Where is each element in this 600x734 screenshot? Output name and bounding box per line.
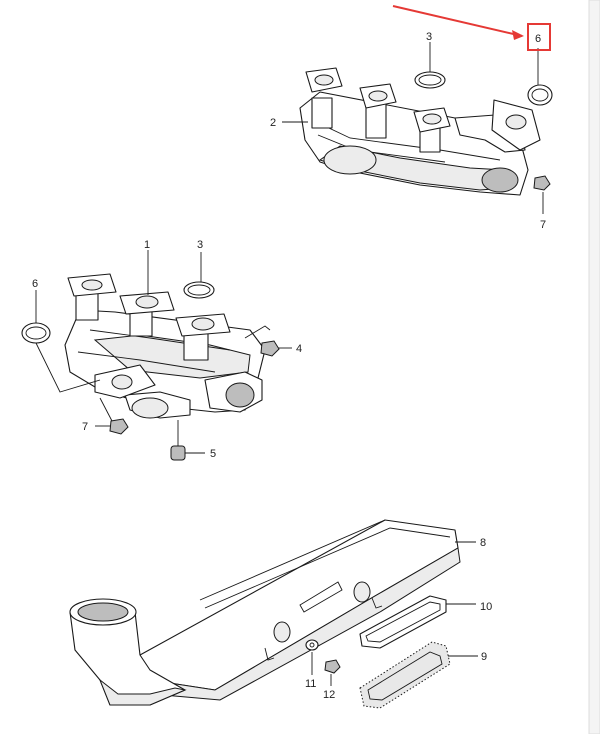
flange-top-1 bbox=[305, 67, 343, 129]
callout-3-mid: 3 bbox=[197, 239, 203, 251]
callout-10: 10 bbox=[480, 601, 492, 613]
scrollbar-track[interactable] bbox=[588, 0, 600, 734]
callout-6-mid: 6 bbox=[32, 278, 38, 290]
manifold-mid-assembly bbox=[64, 273, 266, 419]
highlight-arrow bbox=[392, 5, 523, 37]
callout-12: 12 bbox=[323, 689, 335, 701]
callout-11: 11 bbox=[305, 678, 316, 690]
callout-6-top: 6 bbox=[535, 33, 541, 45]
callout-3-top: 3 bbox=[426, 31, 432, 43]
flange-mid-2 bbox=[119, 291, 175, 337]
gasket-6-top bbox=[527, 84, 553, 106]
flange-mid-1 bbox=[67, 273, 117, 321]
heat-exchanger-assembly bbox=[69, 519, 461, 706]
nut-4 bbox=[260, 340, 280, 357]
nut-12 bbox=[324, 659, 341, 674]
washer-11 bbox=[305, 639, 319, 651]
flange-top-3 bbox=[413, 107, 451, 153]
flange-top-2 bbox=[359, 83, 397, 139]
nut-7-mid bbox=[109, 418, 129, 435]
callout-5: 5 bbox=[210, 448, 216, 460]
gasket-3-top bbox=[414, 71, 446, 89]
callout-2: 2 bbox=[270, 117, 276, 129]
callout-4: 4 bbox=[296, 343, 302, 355]
callout-7-mid: 7 bbox=[82, 421, 88, 433]
gasket-10 bbox=[359, 595, 447, 649]
callout-9: 9 bbox=[481, 651, 487, 663]
manifold-top-assembly bbox=[299, 67, 541, 196]
callout-7-top: 7 bbox=[540, 219, 546, 231]
highlight-box bbox=[527, 23, 551, 51]
gasket-3-mid bbox=[183, 281, 215, 299]
highlight-arrowhead bbox=[512, 30, 524, 40]
nut-7-top bbox=[533, 175, 551, 191]
callout-1: 1 bbox=[144, 239, 150, 251]
flange-mid-3 bbox=[175, 313, 231, 361]
callout-8: 8 bbox=[480, 537, 486, 549]
spacer-5 bbox=[170, 445, 186, 461]
gasket-9 bbox=[359, 641, 451, 709]
